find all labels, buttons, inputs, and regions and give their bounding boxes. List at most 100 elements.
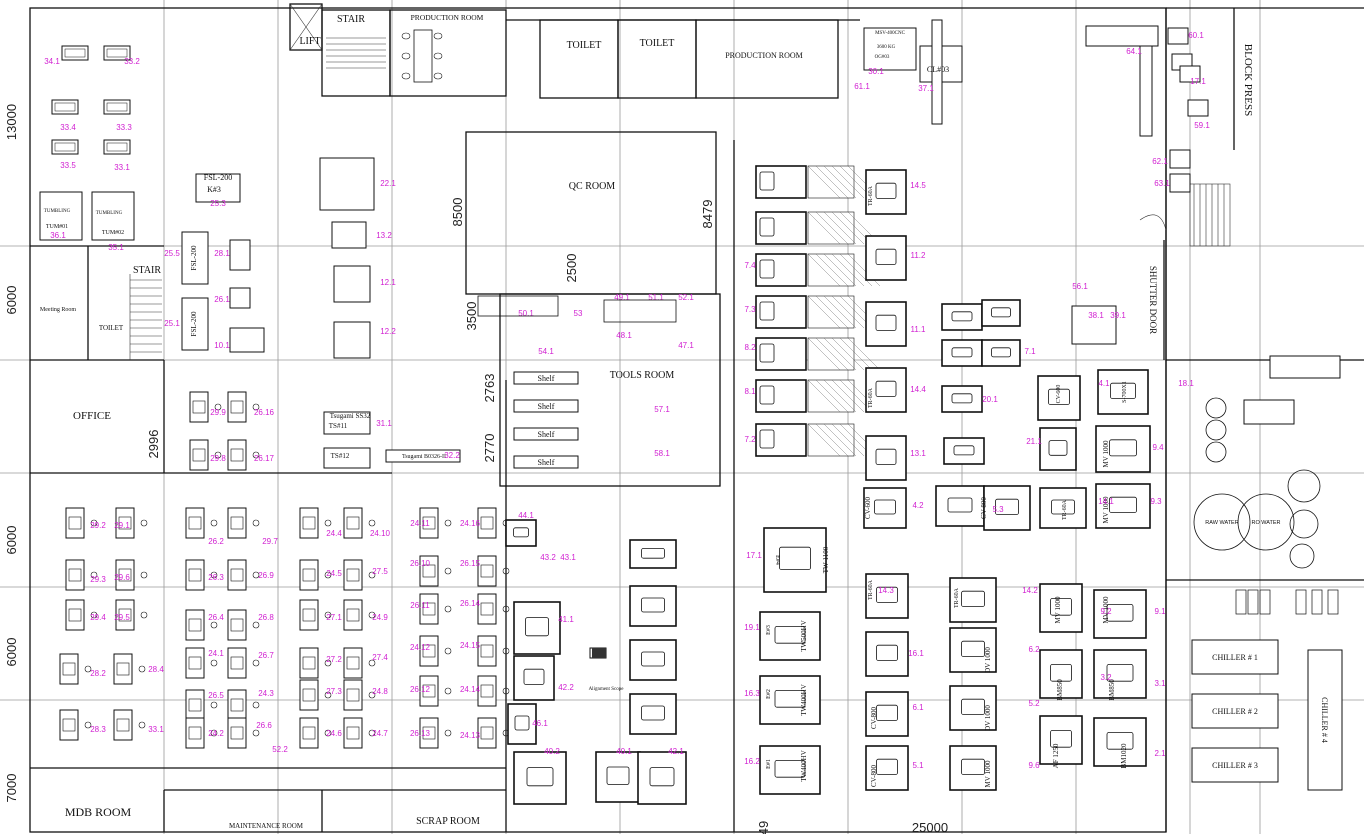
- room-label-toilet-2: TOILET: [640, 38, 675, 49]
- small-machine-42: [59, 653, 92, 685]
- tag-60: 24.16: [460, 519, 481, 528]
- dimension-1: 8500: [450, 198, 465, 227]
- shelf-label-0: Shelf: [538, 374, 555, 383]
- qc-bench-2: [603, 299, 677, 323]
- tag-31: 28.4: [148, 665, 164, 674]
- machine-label-23: E#2: [766, 689, 772, 699]
- tag-93: 14.5: [910, 181, 926, 190]
- shelf-label-2: Shelf: [538, 430, 555, 439]
- tag-10: 28.1: [214, 249, 230, 258]
- tag-76: 46.1: [532, 719, 548, 728]
- tag-36: 26.3: [208, 573, 224, 582]
- tag-61: 26.10: [410, 559, 431, 568]
- small-machine-49: [227, 439, 260, 471]
- room-label-block-press: BLOCK PRESS: [1242, 44, 1254, 116]
- dimension-4: 3500: [464, 302, 479, 331]
- shelf-3: Shelf: [513, 455, 579, 469]
- cnc-machine-2: [507, 703, 537, 745]
- tag-105: 14.1: [1098, 497, 1114, 506]
- machine-label-12: MSV-400CNC: [875, 31, 905, 36]
- machine-label-44: TR-60A: [1062, 499, 1068, 520]
- machine-13: [331, 221, 367, 249]
- machine-22: [319, 157, 375, 211]
- tag-78: 40.1: [616, 747, 632, 756]
- tag-99: 21.1: [1026, 437, 1042, 446]
- tag-103: 9.4: [1152, 443, 1164, 452]
- fixture-0: [401, 32, 411, 40]
- tag-17: 12.2: [380, 327, 396, 336]
- e-machine-2: [755, 253, 881, 287]
- machine-label-28: CV-800: [870, 765, 878, 787]
- c-machine-r-2: [949, 685, 997, 731]
- machine-label-34: MV 1000: [1102, 596, 1110, 623]
- tr60a-b4: [1039, 487, 1087, 529]
- small-machine-14: [299, 559, 332, 591]
- tag-91: 30.1: [868, 67, 884, 76]
- cabinet-4: [1311, 589, 1323, 615]
- machine-label-43: TR-60A: [868, 579, 874, 600]
- small-machine-35: [477, 717, 510, 749]
- tag-48: 24.10: [370, 529, 391, 538]
- chiller-4: CHILLER # 4: [1307, 649, 1343, 791]
- tag-28: 29.4: [90, 613, 106, 622]
- machine-label-32: MV 1000: [1102, 496, 1110, 523]
- e-machine-3: [755, 295, 881, 329]
- machine-label-36: BM850: [1056, 679, 1064, 701]
- tag-52: 24.9: [372, 613, 388, 622]
- fixture-3: [433, 32, 443, 40]
- af-machine-0: [1093, 589, 1147, 639]
- tag-110: 8.2: [744, 343, 756, 352]
- mv1000-b2: [1095, 425, 1151, 473]
- machine-label-46: S-700X1: [1122, 381, 1128, 403]
- dimension-9: 7000: [4, 774, 19, 803]
- machine-label-38: BM1020: [1120, 743, 1128, 768]
- tag-112: 7.2: [744, 435, 756, 444]
- tw1100: [763, 527, 827, 593]
- tag-115: 16.3: [744, 689, 760, 698]
- tsugami-b0326: [385, 449, 461, 463]
- tank-3: [1289, 509, 1319, 539]
- tumbler-unit-4: [51, 139, 79, 155]
- small-machine-9: [227, 689, 260, 721]
- tag-37: 26.9: [258, 571, 274, 580]
- e-machine-5: [755, 379, 881, 413]
- tag-70: 24.13: [460, 731, 481, 740]
- e-machine-6: [755, 423, 881, 457]
- machine-label-7: TUM#02: [102, 230, 124, 236]
- cnc-machine-8: [629, 639, 677, 681]
- dimension-2: 8479: [700, 200, 715, 229]
- stair-right-steps: [1139, 183, 1231, 247]
- tumbler-1: [39, 191, 83, 241]
- room-label-office: OFFICE: [73, 410, 111, 422]
- tag-122: 5.2: [1028, 699, 1040, 708]
- tag-0: 34.1: [44, 57, 60, 66]
- small-machine-36: [65, 507, 98, 539]
- chiller-side-box: [1243, 399, 1295, 425]
- small-machine-48: [189, 439, 222, 471]
- chiller-2: CHILLER # 2: [1191, 693, 1279, 729]
- cabinet-5: [1327, 589, 1339, 615]
- tag-16: 12.1: [380, 278, 396, 287]
- tag-82: 52.1: [678, 293, 694, 302]
- room-label-maintenance-room: MAINTENANCE ROOM: [229, 822, 304, 830]
- chip-small-1: [1169, 173, 1191, 193]
- dimension-5: 2763: [482, 374, 497, 403]
- tag-126: 9.1: [1154, 607, 1166, 616]
- machine-label-13: 3600 KG: [877, 45, 896, 50]
- tsugami-ts11: [323, 411, 371, 435]
- c-machine-r-0: [949, 577, 997, 623]
- tsugami-ts12: [323, 447, 371, 469]
- small-machine-13: [343, 507, 376, 539]
- fsl-machine-1: [181, 231, 209, 285]
- machine-28: [229, 239, 251, 271]
- tag-80: 49.1: [614, 293, 630, 302]
- chip-unit-3: [1187, 99, 1209, 117]
- mv1000-b1: [1095, 483, 1151, 529]
- small-machine-6: [185, 647, 218, 679]
- cnc-machine-10: [505, 519, 537, 547]
- tag-38: 26.4: [208, 613, 224, 622]
- tag-138: 39.1: [1110, 311, 1126, 320]
